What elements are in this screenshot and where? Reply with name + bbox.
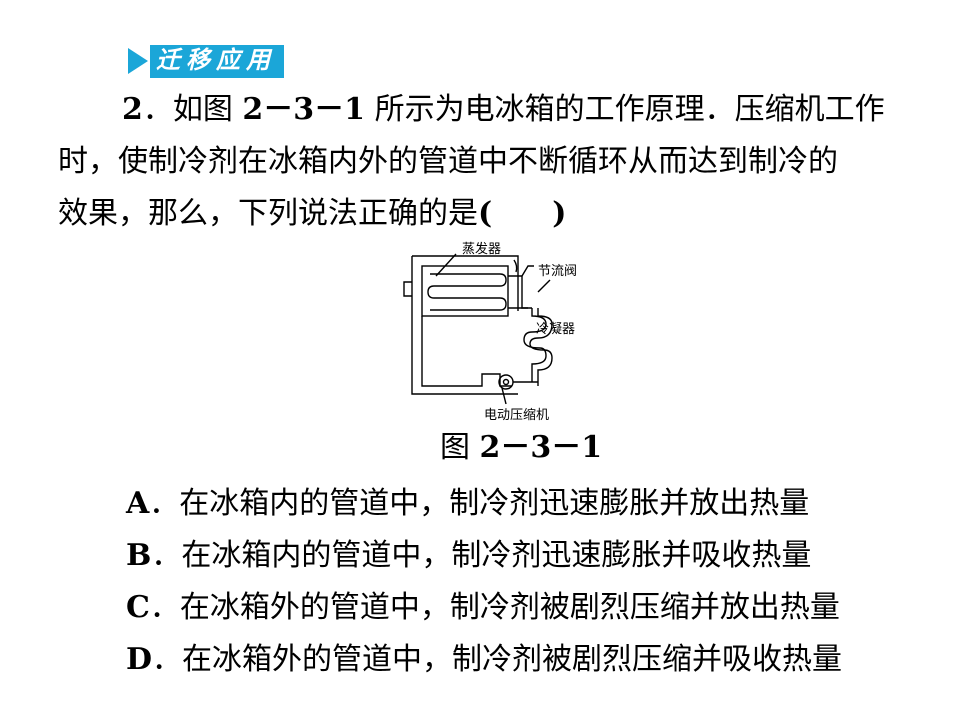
flow-arrow xyxy=(513,259,518,273)
compressor-circle xyxy=(498,374,514,390)
question-text: ．如图 xyxy=(142,92,243,127)
option-b[interactable]: B．在冰箱内的管道中，制冷剂迅速膨胀并吸收热量 xyxy=(126,530,926,582)
option-letter: C xyxy=(126,590,150,625)
play-triangle-icon xyxy=(128,48,148,74)
option-text: ．在冰箱内的管道中，制冷剂迅速膨胀并吸收热量 xyxy=(151,538,812,573)
answer-blank: ( ) xyxy=(478,196,567,231)
option-d[interactable]: D．在冰箱外的管道中，制冷剂被剧烈压缩并吸收热量 xyxy=(126,634,926,686)
option-text: ．在冰箱内的管道中，制冷剂迅速膨胀并放出热量 xyxy=(149,486,810,521)
question-text: 所示为电冰箱的工作原理．压缩机工作 xyxy=(365,92,885,127)
door-handle xyxy=(403,281,412,297)
refrigerator-diagram: 蒸发器 节流阀 冷凝器 电动压缩机 xyxy=(400,236,580,424)
inner-wall xyxy=(421,316,512,387)
cabinet-top xyxy=(412,255,519,311)
question-stem: 2．如图 2－3－1 所示为电冰箱的工作原理．压缩机工作 时，使制冷剂在冰箱内外… xyxy=(58,84,908,240)
condenser-coil-2 xyxy=(529,308,553,386)
question-number: 2 xyxy=(122,92,143,127)
freezer-compartment xyxy=(421,265,509,317)
pipe-top xyxy=(508,275,532,309)
option-letter: A xyxy=(126,486,150,521)
option-c[interactable]: C．在冰箱外的管道中，制冷剂被剧烈压缩并放出热量 xyxy=(126,582,926,634)
option-letter: D xyxy=(126,642,153,677)
condenser-coil xyxy=(523,308,547,382)
caption-prefix: 图 xyxy=(440,430,480,465)
cabinet-outline xyxy=(411,256,518,395)
evaporator-pointer xyxy=(435,253,457,277)
condenser-label: 冷凝器 xyxy=(536,322,576,337)
compressor-core xyxy=(502,378,510,386)
evaporator-coil xyxy=(427,273,507,311)
option-text: ．在冰箱外的管道中，制冷剂被剧烈压缩并放出热量 xyxy=(149,590,840,625)
option-letter: B xyxy=(126,538,152,573)
caption-number: 2－3－1 xyxy=(479,430,603,465)
compressor-label: 电动压缩机 xyxy=(484,408,550,423)
throttle-valve xyxy=(521,265,534,277)
figure-caption: 图 2－3－1 xyxy=(440,428,602,468)
answer-options: A．在冰箱内的管道中，制冷剂迅速膨胀并放出热量 B．在冰箱内的管道中，制冷剂迅速… xyxy=(126,478,926,686)
option-a[interactable]: A．在冰箱内的管道中，制冷剂迅速膨胀并放出热量 xyxy=(126,478,926,530)
question-line-2: 时，使制冷剂在冰箱内外的管道中不断循环从而达到制冷的 xyxy=(58,144,838,179)
throttle-label: 节流阀 xyxy=(538,264,578,279)
section-tag-label: 迁移应用 xyxy=(150,44,284,78)
condenser-pointer xyxy=(537,279,551,293)
section-tag: 迁移应用 xyxy=(128,44,284,78)
question-line-1: 2．如图 2－3－1 所示为电冰箱的工作原理．压缩机工作 xyxy=(58,84,908,136)
option-text: ．在冰箱外的管道中，制冷剂被剧烈压缩并吸收热量 xyxy=(152,642,843,677)
question-line-3: 效果，那么，下列说法正确的是( ) xyxy=(58,188,908,240)
evaporator-label: 蒸发器 xyxy=(462,242,502,257)
compressor-pointer xyxy=(501,387,507,405)
refrigerator-diagram-svg xyxy=(403,253,553,405)
question-text: 效果，那么，下列说法正确的是 xyxy=(58,196,478,231)
figure-reference: 2－3－1 xyxy=(242,92,366,127)
